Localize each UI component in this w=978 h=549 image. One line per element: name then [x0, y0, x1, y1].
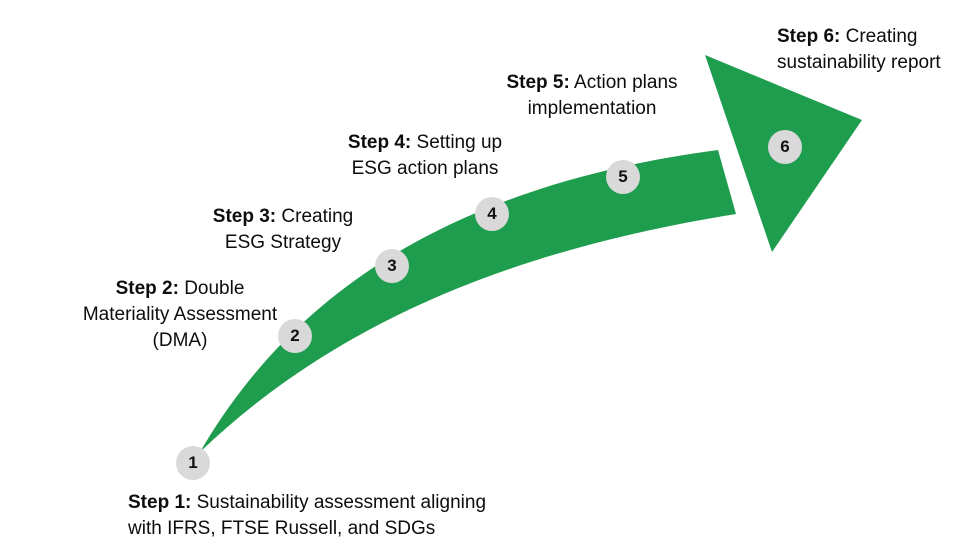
step-5-line-1: Step 5: Action plans	[506, 72, 678, 93]
step-4-label: Step 4: Setting up ESG action plans	[310, 130, 540, 182]
step-4-circle: 4	[475, 197, 509, 231]
step-5-circle: 5	[606, 160, 640, 194]
step-3-label: Step 3: Creating ESG Strategy	[173, 204, 393, 256]
step-6-line-1: Step 6: Creating	[777, 26, 918, 47]
step-1-line-1: Step 1: Sustainability assessment aligni…	[128, 492, 487, 513]
step-4-number: 4	[487, 204, 497, 223]
step-6-label: Step 6: Creating sustainability report	[777, 24, 967, 76]
step-2-line-2: Materiality Assessment	[82, 304, 278, 325]
step-2-line-1: Step 2: Double	[115, 278, 245, 299]
step-5-label: Step 5: Action plans implementation	[472, 70, 712, 122]
step-3-line-1: Step 3: Creating	[212, 206, 354, 227]
step-2-circle: 2	[278, 319, 312, 353]
step-4-line-2: ESG action plans	[351, 158, 499, 179]
step-3-number: 3	[387, 256, 397, 275]
step-6-circle: 6	[768, 130, 802, 164]
step-5-number: 5	[618, 167, 628, 186]
step-4-line-1: Step 4: Setting up	[347, 132, 503, 153]
step-2-number: 2	[290, 326, 300, 345]
step-2-line-3: (DMA)	[152, 330, 208, 351]
step-3-line-2: ESG Strategy	[224, 232, 342, 253]
arrow-body	[200, 150, 736, 452]
step-1-circle: 1	[176, 446, 210, 480]
step-1-number: 1	[188, 453, 198, 472]
step-1-line-2: with IFRS, FTSE Russell, and SDGs	[128, 518, 436, 539]
step-1-label: Step 1: Sustainability assessment aligni…	[128, 490, 558, 542]
step-3-circle: 3	[375, 249, 409, 283]
step-6-number: 6	[780, 137, 790, 156]
step-2-label: Step 2: Double Materiality Assessment (D…	[60, 276, 300, 354]
step-5-line-2: implementation	[527, 98, 657, 119]
step-6-line-2: sustainability report	[777, 52, 941, 73]
